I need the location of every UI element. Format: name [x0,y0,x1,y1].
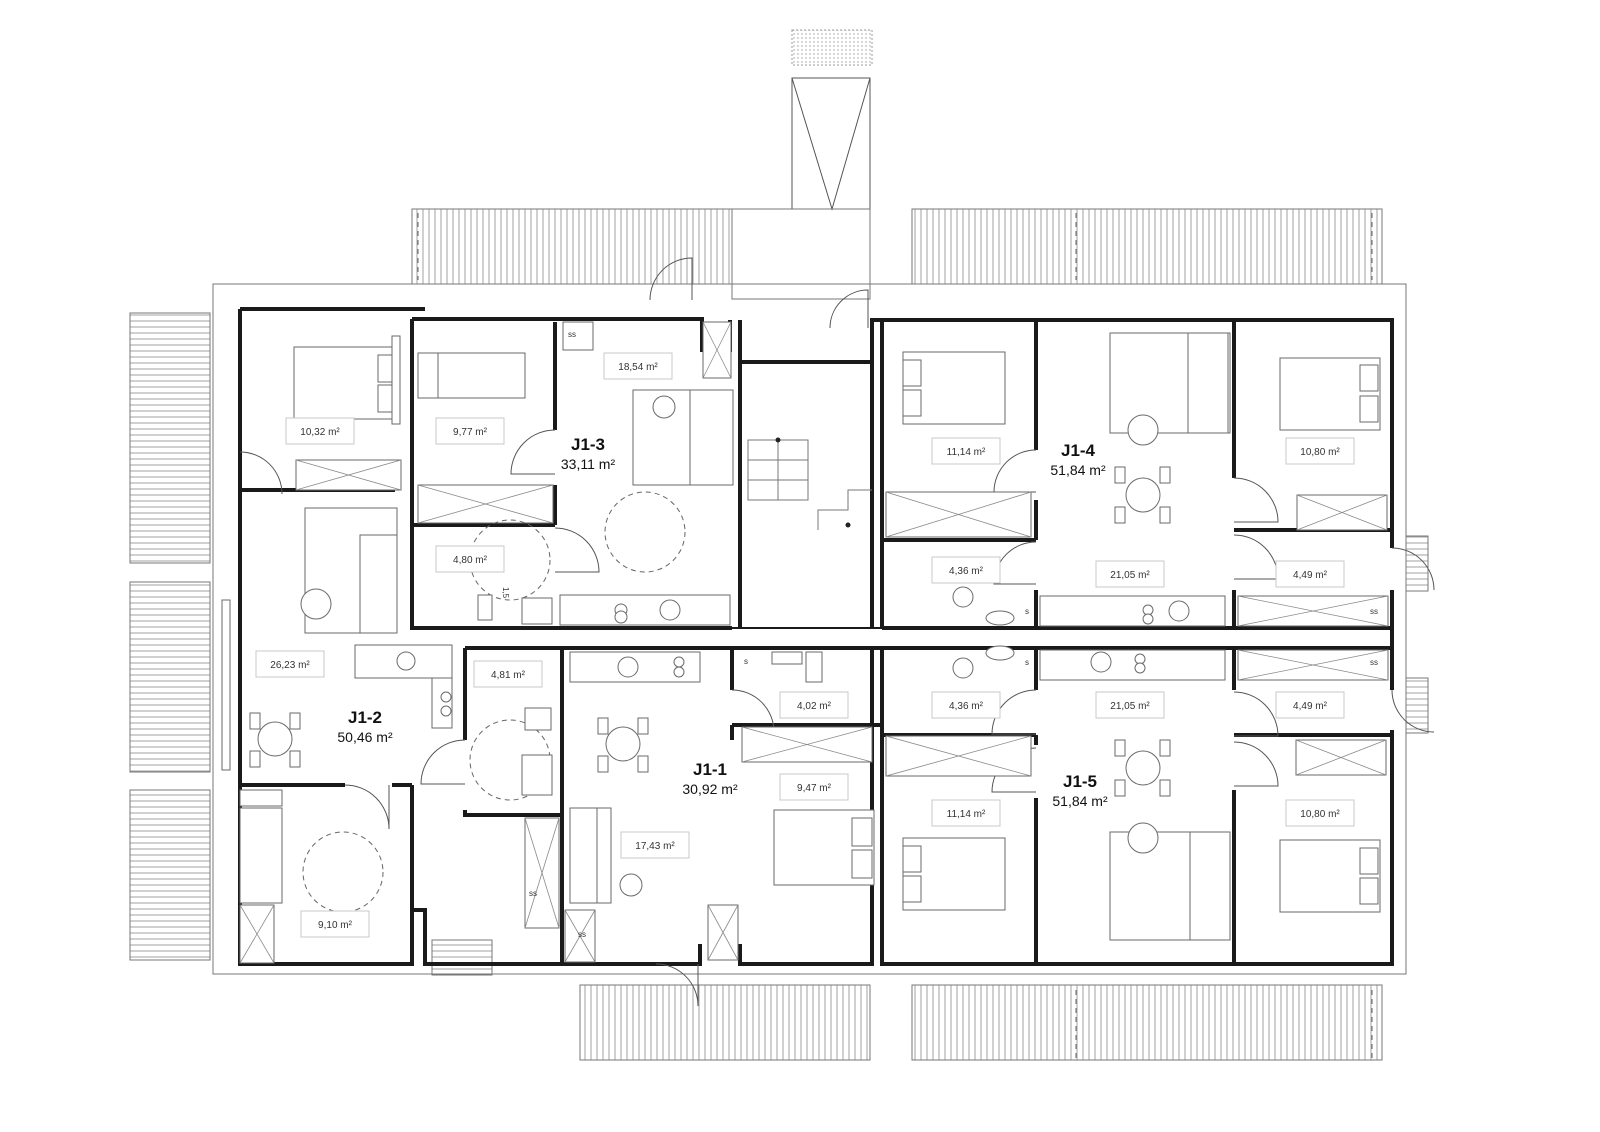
staircase [747,437,872,530]
room-area-label: 17,43 m² [620,831,690,859]
unit-id: J1-1 [693,760,727,779]
room-area-value: 9,77 m² [453,427,488,438]
room-area-label: 4,81 m² [473,660,543,688]
unit-area: 50,46 m² [337,729,393,745]
unit-id: J1-5 [1063,772,1097,791]
room-area-label: 21,05 m² [1095,691,1165,719]
room-area-label: 4,80 m² [435,545,505,573]
unit-area: 51,84 m² [1052,793,1108,809]
room-area-label: 9,47 m² [779,773,849,801]
room-area-value: 9,10 m² [318,920,353,931]
room-area-label: 21,05 m² [1095,560,1165,588]
room-area-value: 11,14 m² [947,447,986,458]
room-area-value: 26,23 m² [270,660,310,671]
unit-label-j1-2: J1-2 50,46 m² [337,708,393,745]
ss-label: ss [1370,658,1378,667]
unit-label-j1-3: J1-3 33,11 m² [561,435,616,472]
unit-area: 30,92 m² [682,781,738,797]
room-area-value: 4,36 m² [949,566,984,577]
fixture-labels: ss ss ss ss ss s s s 1,5 [501,330,1378,939]
room-area-label: 11,14 m² [931,799,1001,827]
furniture [221,321,1389,964]
room-area-label: 18,54 m² [603,352,673,380]
unit-id: J1-3 [571,435,605,454]
room-area-value: 4,49 m² [1293,570,1328,581]
room-area-label: 4,49 m² [1275,560,1345,588]
room-area-value: 17,43 m² [635,841,675,852]
room-area-value: 21,05 m² [1110,701,1150,712]
ss-label: ss [1370,607,1378,616]
room-area-label: 9,10 m² [300,910,370,938]
unit-label-j1-5: J1-5 51,84 m² [1052,772,1108,809]
terraces [129,208,1429,1061]
room-area-value: 4,02 m² [797,701,832,712]
ss-label: ss [578,930,586,939]
room-area-value: 4,81 m² [491,670,526,681]
room-area-value: 9,47 m² [797,783,832,794]
room-area-label: 10,80 m² [1285,799,1355,827]
room-area-value: 10,32 m² [300,427,340,438]
room-area-label: 4,36 m² [931,556,1001,584]
unit-id: J1-4 [1061,441,1096,460]
unit-id: J1-2 [348,708,382,727]
dimension-label: 1,5 [501,587,510,599]
room-area-label: 4,36 m² [931,691,1001,719]
room-area-label: 4,49 m² [1275,691,1345,719]
s-label: s [744,657,748,666]
walls [238,307,1394,966]
room-area-label: 9,77 m² [435,417,505,445]
room-area-labels: 10,32 m² 9,77 m² 18,54 m² 11,14 m² 10,80 m² 4… [255,352,1355,938]
unit-label-j1-1: J1-1 30,92 m² [682,760,738,797]
ss-label: ss [529,889,537,898]
unit-label-j1-4: J1-4 51,84 m² [1050,441,1106,478]
room-area-value: 11,14 m² [947,809,986,820]
room-area-label: 4,02 m² [779,691,849,719]
unit-labels: J1-1 30,92 m² J1-2 50,46 m² J1-3 33,11 m² J1-4… [337,435,1108,809]
room-area-value: 10,80 m² [1300,447,1340,458]
unit-area: 51,84 m² [1050,462,1106,478]
unit-area: 33,11 m² [561,456,616,472]
door-swings [239,257,1435,1007]
room-area-value: 4,80 m² [453,555,488,566]
s-label: s [1025,607,1029,616]
room-area-label: 11,14 m² [931,437,1001,465]
room-area-value: 21,05 m² [1110,570,1150,581]
room-area-value: 10,80 m² [1300,809,1340,820]
room-area-value: 4,49 m² [1293,701,1328,712]
ss-label: ss [568,330,576,339]
room-area-label: 26,23 m² [255,650,325,678]
room-area-label: 10,80 m² [1285,437,1355,465]
outer-frame [212,283,1407,975]
room-area-value: 18,54 m² [618,362,658,373]
room-area-label: 10,32 m² [285,417,355,445]
room-area-value: 4,36 m² [949,701,984,712]
s-label: s [1025,658,1029,667]
ventilation-shaft [731,29,873,300]
